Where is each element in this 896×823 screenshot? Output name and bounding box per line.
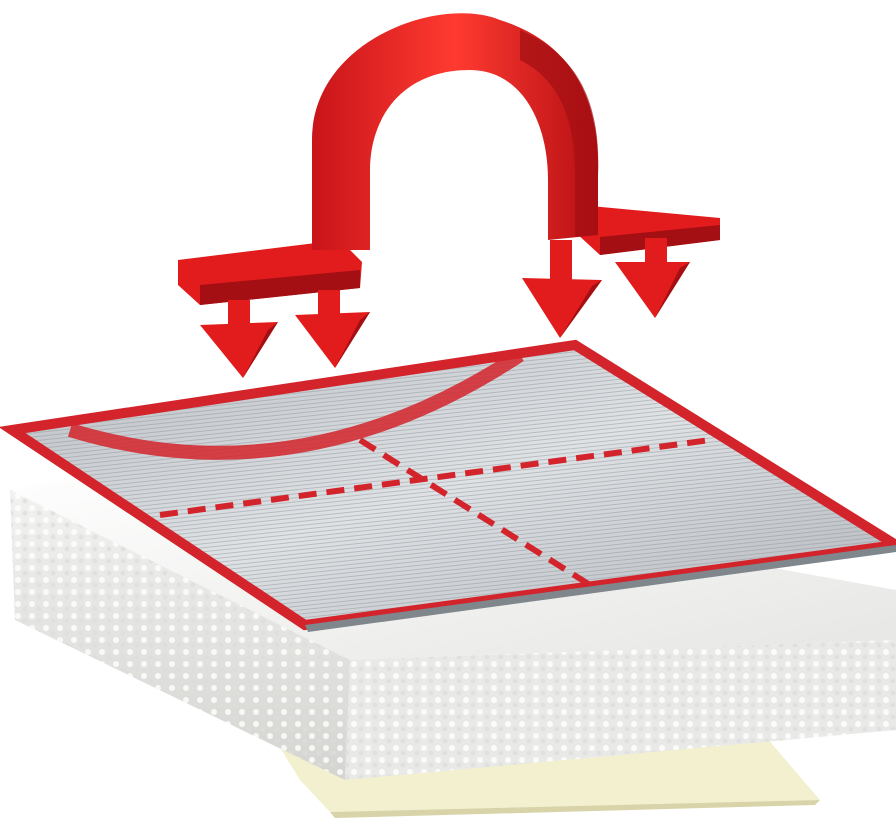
- arrow-down-icon: [200, 300, 278, 378]
- red-clip: [178, 13, 720, 378]
- arrow-down-icon: [522, 240, 602, 338]
- arrow-down-icon: [295, 290, 370, 368]
